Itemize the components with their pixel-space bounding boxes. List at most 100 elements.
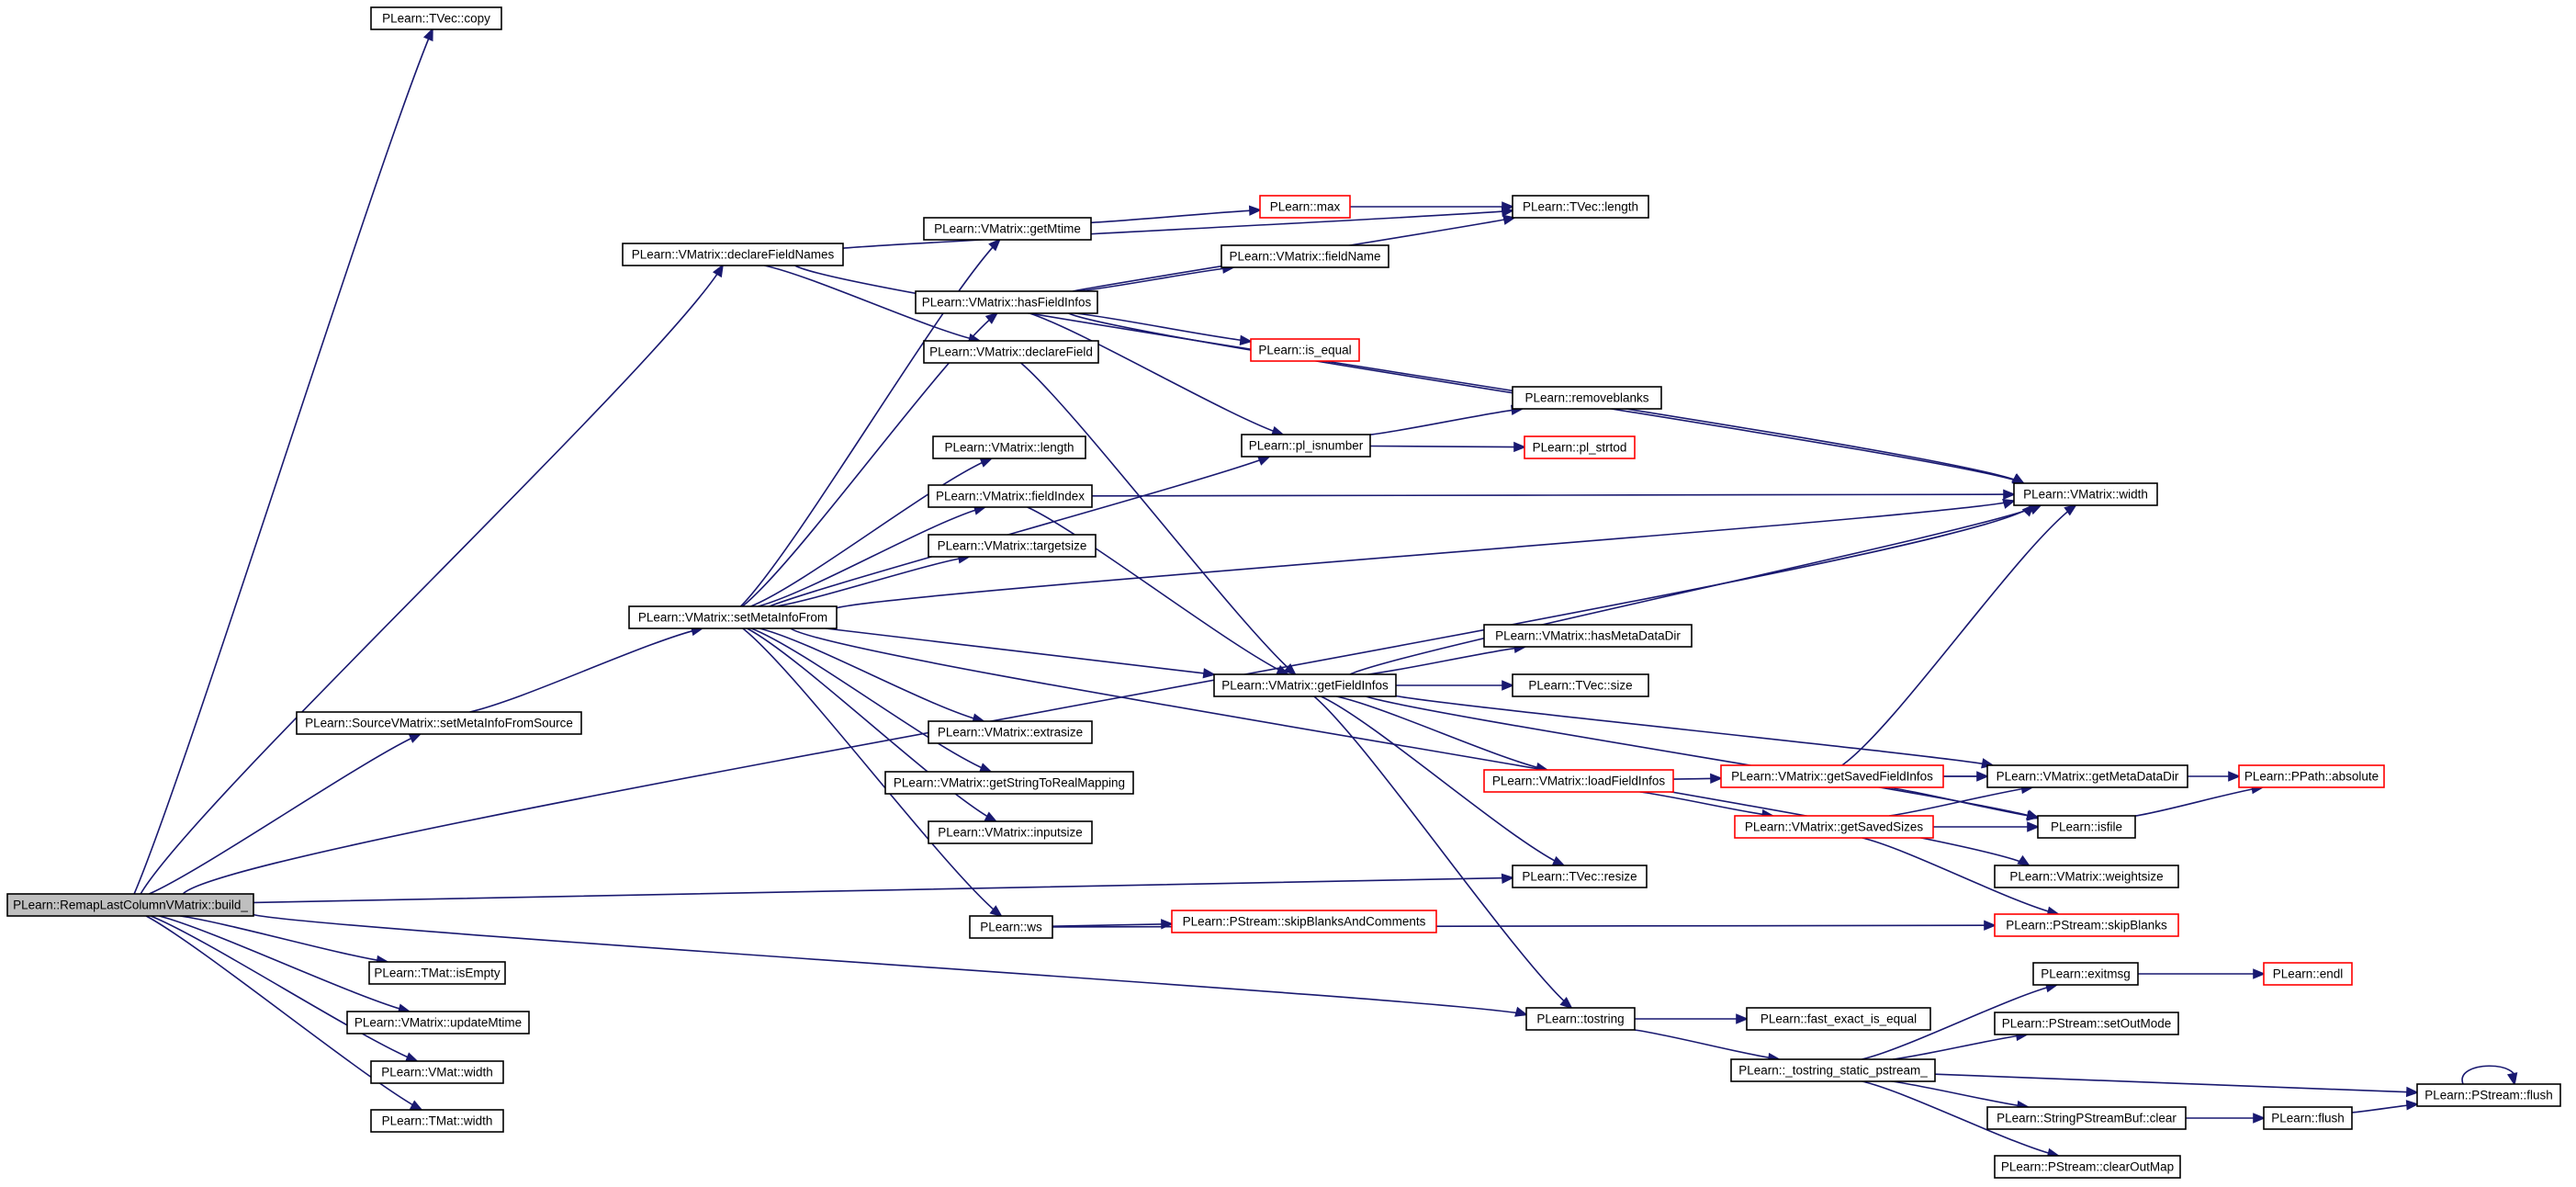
node-box — [928, 820, 1093, 844]
node-endl[interactable]: PLearn::endl — [2263, 962, 2353, 986]
node-clearOutMap[interactable]: PLearn::PStream::clearOutMap — [1994, 1155, 2181, 1179]
node-label: PLearn::VMatrix::setMetaInfoFrom — [638, 611, 827, 625]
node-tmatwidth[interactable]: PLearn::TMat::width — [370, 1109, 504, 1133]
node-box — [928, 534, 1097, 558]
edge-line — [1891, 1080, 2029, 1108]
node-box — [2263, 1106, 2353, 1130]
node-box — [370, 1109, 504, 1133]
node-declareFieldNames[interactable]: PLearn::VMatrix::declareFieldNames — [622, 243, 844, 266]
node-box — [6, 893, 254, 917]
node-absolute[interactable]: PLearn::PPath::absolute — [2238, 764, 2385, 788]
edge-arrowhead — [1202, 668, 1217, 679]
node-label: PLearn::VMat::width — [381, 1066, 493, 1080]
edge-arrowhead — [2027, 821, 2041, 832]
edge-arrowhead — [1239, 334, 1254, 345]
node-ws[interactable]: PLearn::ws — [969, 915, 1053, 939]
node-hasFieldInfos[interactable]: PLearn::VMatrix::hasFieldInfos — [915, 290, 1098, 314]
node-vmlength[interactable]: PLearn::VMatrix::length — [932, 435, 1086, 459]
node-is_equal[interactable]: PLearn::is_equal — [1250, 338, 1360, 362]
node-box — [2032, 962, 2139, 986]
node-isfile[interactable]: PLearn::isfile — [2037, 815, 2136, 839]
node-setMetaInfoFromSource[interactable]: PLearn::SourceVMatrix::setMetaInfoFromSo… — [296, 711, 582, 735]
node-label: PLearn::VMatrix::width — [2023, 488, 2148, 502]
node-pl_isnumber[interactable]: PLearn::pl_isnumber — [1241, 434, 1371, 458]
node-inputsize[interactable]: PLearn::VMatrix::inputsize — [928, 820, 1093, 844]
node-label: PLearn::flush — [2271, 1112, 2345, 1125]
edge-line — [1027, 506, 1288, 675]
edge-fieldIndex-to-getFieldInfos — [1027, 506, 1290, 675]
edge-setMetaInfoFrom-to-getMtime — [739, 238, 1001, 607]
edge-setMetaInfoFrom-to-pl_isnumber — [769, 456, 1271, 607]
edge-arrowhead — [2253, 1113, 2267, 1124]
node-isEmpty[interactable]: PLearn::TMat::isEmpty — [368, 961, 506, 985]
node-updateMtime[interactable]: PLearn::VMatrix::updateMtime — [346, 1011, 530, 1034]
edge-line — [1892, 1034, 2028, 1060]
node-getSavedSizes[interactable]: PLearn::VMatrix::getSavedSizes — [1734, 815, 1934, 839]
edge-arrowhead — [2506, 1072, 2518, 1087]
node-pl_strtod[interactable]: PLearn::pl_strtod — [1524, 435, 1636, 459]
edge-line — [825, 627, 1215, 675]
edge-arrowhead — [1501, 873, 1515, 884]
node-box — [928, 484, 1093, 508]
node-tvecresize[interactable]: PLearn::TVec::resize — [1512, 865, 1648, 888]
edge-setMetaInfoFromSource-to-setMetaInfoFrom — [469, 626, 704, 713]
edge-getSavedFieldInfos-to-vmwidth — [1841, 503, 2077, 766]
node-box — [1213, 673, 1397, 697]
edge-root-to-vmatwidth — [150, 915, 419, 1062]
edge-line — [759, 627, 984, 722]
node-fast_exact_is_equal[interactable]: PLearn::fast_exact_is_equal — [1746, 1007, 1931, 1031]
node-loadFieldInfos[interactable]: PLearn::VMatrix::loadFieldInfos — [1483, 769, 1674, 793]
node-flush[interactable]: PLearn::flush — [2263, 1106, 2353, 1130]
node-targetsize[interactable]: PLearn::VMatrix::targetsize — [928, 534, 1097, 558]
node-tostring[interactable]: PLearn::tostring — [1525, 1007, 1636, 1031]
edge-arrowhead — [2017, 854, 2031, 867]
node-skipBlanksAndComments[interactable]: PLearn::PStream::skipBlanksAndComments — [1171, 910, 1437, 933]
node-getMetaDataDir[interactable]: PLearn::VMatrix::getMetaDataDir — [1986, 764, 2188, 788]
node-fieldName[interactable]: PLearn::VMatrix::fieldName — [1221, 244, 1389, 268]
node-tvecsize[interactable]: PLearn::TVec::size — [1512, 673, 1649, 697]
node-label: PLearn::VMatrix::getFieldInfos — [1221, 679, 1389, 693]
node-label: PLearn::tostring — [1536, 1012, 1624, 1026]
node-spbclear[interactable]: PLearn::StringPStreamBuf::clear — [1986, 1106, 2187, 1130]
edge-line — [253, 913, 1527, 1016]
node-tveclength[interactable]: PLearn::TVec::length — [1512, 195, 1649, 219]
node-extrasize[interactable]: PLearn::VMatrix::extrasize — [928, 720, 1093, 744]
node-weightsize[interactable]: PLearn::VMatrix::weightsize — [1994, 865, 2179, 888]
edge-arrowhead — [978, 763, 993, 774]
edge-spbclear-to-flush — [2186, 1113, 2267, 1124]
node-removeblanks[interactable]: PLearn::removeblanks — [1512, 386, 1662, 410]
edge-loadFieldInfos-to-getSavedFieldInfos — [1672, 773, 1724, 784]
node-vmwidth[interactable]: PLearn::VMatrix::width — [2013, 482, 2158, 506]
node-box — [1994, 913, 2179, 937]
edge-arrowhead — [2405, 1086, 2420, 1098]
edge-line — [1077, 266, 1234, 292]
node-vmatwidth[interactable]: PLearn::VMat::width — [370, 1060, 504, 1084]
node-skipBlanks[interactable]: PLearn::PStream::skipBlanks — [1994, 913, 2179, 937]
node-hasMetaDataDir[interactable]: PLearn::VMatrix::hasMetaDataDir — [1483, 624, 1693, 648]
node-setOutMode[interactable]: PLearn::PStream::setOutMode — [1994, 1012, 2179, 1035]
node-fieldIndex[interactable]: PLearn::VMatrix::fieldIndex — [928, 484, 1093, 508]
node-box — [1171, 910, 1437, 933]
edge-hasFieldInfos-to-pl_isnumber — [1029, 312, 1285, 436]
node-label: PLearn::VMatrix::getStringToRealMapping — [894, 776, 1125, 790]
edge-arrowhead — [1256, 456, 1271, 466]
node-label: PLearn::SourceVMatrix::setMetaInfoFromSo… — [305, 717, 573, 730]
node-getMtime[interactable]: PLearn::VMatrix::getMtime — [923, 217, 1092, 241]
node-getStringToRealMapping[interactable]: PLearn::VMatrix::getStringToRealMapping — [884, 771, 1134, 795]
node-pstreamflush[interactable]: PLearn::PStream::flush — [2416, 1083, 2561, 1107]
edge-max-to-tveclength — [1349, 201, 1515, 212]
node-root[interactable]: PLearn::RemapLastColumnVMatrix::build_ — [6, 893, 254, 917]
node-setMetaInfoFrom[interactable]: PLearn::VMatrix::setMetaInfoFrom — [628, 605, 838, 629]
node-max[interactable]: PLearn::max — [1259, 195, 1351, 219]
edge-line — [750, 627, 992, 773]
node-box — [370, 6, 502, 30]
node-tveccopy[interactable]: PLearn::TVec::copy — [370, 6, 502, 30]
edge-line — [836, 500, 2015, 609]
node-exitmsg[interactable]: PLearn::exitmsg — [2032, 962, 2139, 986]
edge-arrowhead — [1502, 214, 1516, 225]
node-getFieldInfos[interactable]: PLearn::VMatrix::getFieldInfos — [1213, 673, 1397, 697]
node-getSavedFieldInfos[interactable]: PLearn::VMatrix::getSavedFieldInfos — [1720, 764, 1944, 788]
edge-line — [1336, 695, 1547, 771]
node-tostring_static[interactable]: PLearn::_tostring_static_pstream_ — [1730, 1058, 1936, 1082]
node-declareField[interactable]: PLearn::VMatrix::declareField — [923, 340, 1099, 364]
